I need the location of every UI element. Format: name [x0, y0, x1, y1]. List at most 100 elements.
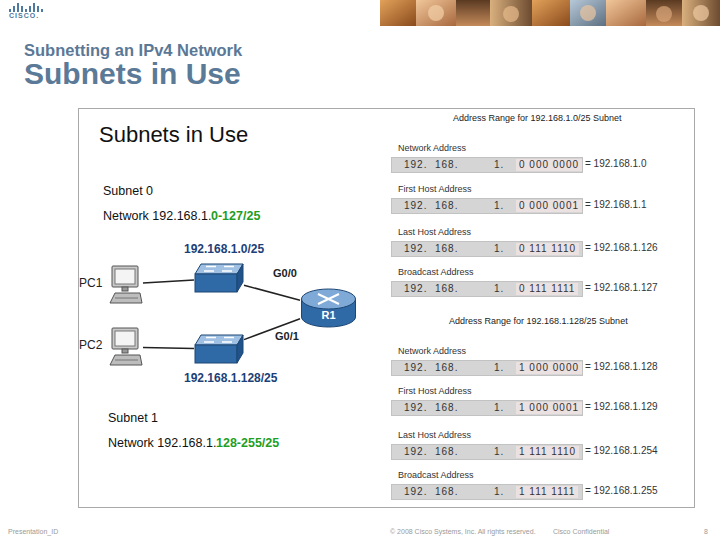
footer-text: Presentation_ID [8, 528, 58, 536]
address-result: = 192.168.1.1 [585, 199, 646, 211]
logo-bar [29, 6, 31, 12]
address-result: = 192.168.1.129 [585, 401, 658, 413]
address-result: = 192.168.1.128 [585, 361, 658, 373]
network-range: 0-127/25 [211, 209, 260, 223]
slide-subtitle: Subnetting an IPv4 Network [24, 41, 242, 60]
footer-text: © 2008 Cisco Systems, Inc. All rights re… [390, 528, 536, 536]
photo-tile [456, 0, 490, 26]
photo-tile [646, 0, 682, 26]
row-heading: Network Address [398, 143, 466, 153]
address-row: First Host Address192.168.1.1 000 0001 [391, 400, 583, 416]
photo-face [503, 6, 519, 22]
page-number: 8 [704, 528, 708, 536]
icon-part [195, 264, 243, 274]
logo-bar [9, 9, 11, 12]
network-range: 128-255/25 [216, 436, 279, 450]
device-name: R1 [300, 309, 357, 322]
icon-part [195, 345, 237, 363]
logo-bar [41, 9, 43, 12]
icon-part [302, 289, 356, 309]
octet-cell: 1. [494, 486, 504, 498]
octet-cell: 192. [404, 446, 427, 458]
octet-cell: 1. [494, 159, 504, 171]
photo-banner [380, 0, 720, 26]
photo-tile [570, 0, 606, 26]
address-row: First Host Address192.168.1.0 000 0001 [391, 198, 583, 214]
row-heading: First Host Address [398, 386, 472, 396]
octet-cell: 192. [404, 159, 427, 171]
octet-cell: 168. [435, 486, 458, 498]
icon-part [115, 269, 135, 284]
logo-bar [25, 9, 27, 12]
icon-part [112, 266, 138, 287]
address-result: = 192.168.1.127 [585, 282, 658, 294]
device-name: PC1 [79, 277, 102, 291]
photo-tile [682, 0, 720, 26]
logo-bars [9, 3, 43, 12]
octet-cell: 1. [494, 402, 504, 414]
logo-bar [17, 3, 19, 12]
address-result: = 192.168.1.254 [585, 445, 658, 457]
row-heading: Broadcast Address [398, 470, 474, 480]
photo-tile [606, 0, 646, 26]
range-heading: Address Range for 192.168.1.128/25 Subne… [449, 316, 628, 326]
photo-tile [380, 0, 416, 26]
icon-part [122, 287, 128, 291]
subnet-address: 192.168.1.0/25 [184, 243, 264, 257]
icon-part [110, 355, 142, 365]
octet-cell: 1. [494, 362, 504, 374]
photo-face [693, 5, 709, 21]
range-heading: Address Range for 192.168.1.0/25 Subnet [453, 113, 622, 123]
cisco-logo-bars [8, 3, 48, 13]
host-bits: 1 000 0001 [516, 402, 582, 414]
address-result: = 192.168.1.255 [585, 485, 658, 497]
octet-cell: 168. [435, 362, 458, 374]
address-row: Network Address192.168.1.0 000 0000 [391, 157, 583, 173]
switch-icon [194, 334, 244, 365]
address-result: = 192.168.1.126 [585, 242, 658, 254]
address-row: Last Host Address192.168.1.1 111 1110 [391, 444, 583, 460]
footer-text: Cisco Confidential [553, 528, 609, 536]
pc-node: PC1 [79, 265, 143, 305]
icon-part [110, 293, 142, 303]
switch-node: 192.168.1.0/25 [194, 263, 244, 294]
octet-cell: 168. [435, 446, 458, 458]
address-result: = 192.168.1.0 [585, 158, 646, 170]
address-row: Last Host Address192.168.1.0 111 1110 [391, 241, 583, 257]
subnet-address: 192.168.1.128/25 [184, 372, 277, 386]
icon-part [318, 294, 339, 304]
icon-part [115, 360, 138, 361]
octet-cell: 1. [494, 200, 504, 212]
address-row: Broadcast Address192.168.1.1 111 1111 [391, 484, 583, 500]
host-bits: 1 000 0000 [516, 362, 582, 374]
logo-bar [21, 6, 23, 12]
octet-cell: 1. [494, 283, 504, 295]
logo-text: CISCO. [9, 12, 39, 20]
octet-cell: 192. [404, 243, 427, 255]
octet-cell: 1. [494, 446, 504, 458]
network-link [143, 280, 194, 283]
octet-cell: 168. [435, 243, 458, 255]
network-link [244, 285, 300, 300]
subnet-name: Subnet 0 [103, 184, 153, 198]
pc-icon [109, 265, 143, 305]
router-node: R1 [300, 288, 357, 328]
icon-part [237, 264, 243, 292]
logo-bar [13, 6, 15, 12]
icon-part [115, 298, 138, 299]
icon-part [122, 349, 128, 353]
octet-cell: 192. [404, 402, 427, 414]
host-bits: 1 111 1111 [516, 486, 578, 498]
host-bits: 0 111 1110 [516, 243, 579, 255]
network-text: Network 192.168.1. [108, 436, 216, 450]
network-link [143, 347, 194, 349]
row-heading: Broadcast Address [398, 267, 474, 277]
panel-heading: Subnets in Use [99, 122, 248, 147]
icon-part [195, 335, 243, 345]
octet-cell: 192. [404, 362, 427, 374]
octet-cell: 168. [435, 402, 458, 414]
octet-cell: 192. [404, 200, 427, 212]
pc-icon [109, 327, 143, 367]
logo-bar [33, 3, 35, 12]
router-icon [300, 288, 357, 328]
